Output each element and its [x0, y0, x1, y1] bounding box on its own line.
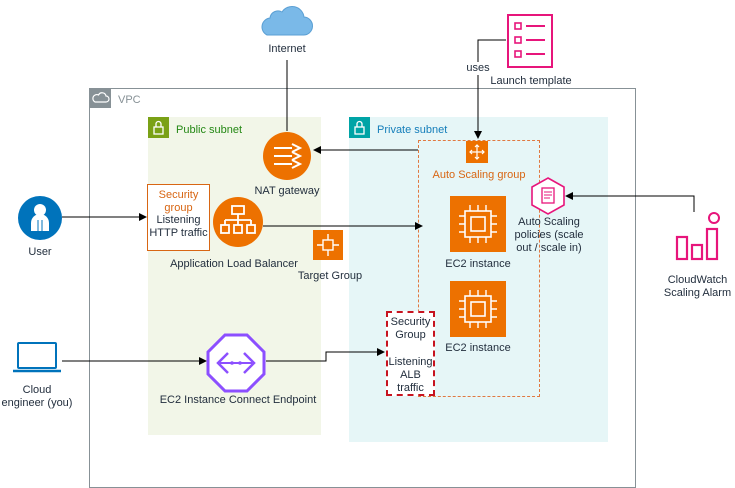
- internet-label: Internet: [268, 43, 306, 55]
- cloudwatch-alarm-icon: [675, 212, 720, 261]
- user-icon: [18, 196, 62, 240]
- ec2-instance-label: EC2 instance: [445, 342, 511, 354]
- ec2-instance-label: EC2 instance: [445, 258, 511, 270]
- cloudwatch-label: CloudWatch Scaling Alarm: [663, 274, 732, 299]
- ec2-instance-icon: [450, 196, 506, 252]
- security-group-body: Listening HTTP traffic: [149, 214, 208, 239]
- user-label: User: [28, 246, 52, 258]
- endpoint-to-sg-arrow: [266, 348, 385, 362]
- target-group-label: Target Group: [297, 270, 363, 282]
- auto-scaling-group-box: [418, 140, 540, 397]
- cloud-engineer-label: Cloud engineer (you): [1, 384, 73, 409]
- nat-gateway-label: NAT gateway: [254, 185, 320, 197]
- launch-template-label: Launch template: [490, 75, 572, 87]
- lock-icon: [349, 117, 370, 138]
- cloudwatch-to-policies-arrow: [565, 192, 695, 212]
- scaling-policy-icon: [531, 177, 565, 215]
- vpc-icon: [89, 88, 111, 108]
- auto-scaling-group-label: Auto Scaling group: [422, 169, 536, 182]
- security-group-public: Security group Listening HTTP traffic: [147, 184, 210, 251]
- security-group-body: Listening ALB traffic: [388, 356, 433, 394]
- private-subnet-label: Private subnet: [377, 124, 448, 136]
- security-group-private: Security Group Listening ALB traffic: [386, 311, 435, 396]
- laptop-icon: [13, 342, 61, 373]
- public-subnet-label: Public subnet: [176, 124, 243, 136]
- target-group-icon: [313, 230, 343, 260]
- lock-icon: [148, 117, 169, 138]
- launch-template-arrow: [474, 39, 506, 139]
- endpoint-label: EC2 Instance Connect Endpoint: [159, 394, 317, 406]
- load-balancer-icon: [213, 197, 263, 247]
- launch-template-icon: [507, 14, 553, 68]
- alb-label: Application Load Balancer: [170, 258, 298, 270]
- auto-scaling-icon: [466, 141, 488, 163]
- vpc-label: VPC: [118, 94, 141, 106]
- instance-connect-endpoint-icon: [206, 333, 266, 393]
- security-group-title: Security group: [158, 189, 199, 214]
- internet-cloud-icon: [261, 6, 313, 36]
- ec2-instance-icon: [450, 281, 506, 337]
- uses-label: uses: [462, 62, 494, 75]
- scaling-policies-label: Auto Scaling policies (scale out / scale…: [514, 216, 584, 254]
- security-group-title: Security Group: [390, 316, 431, 341]
- nat-gateway-icon: [263, 132, 311, 180]
